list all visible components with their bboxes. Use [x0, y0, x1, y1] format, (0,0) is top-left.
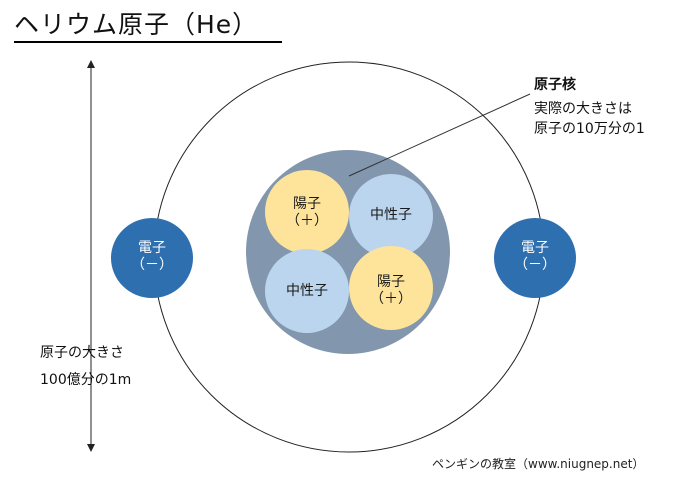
electron-left-label: 電子 （－） [112, 240, 192, 274]
neutron-top [349, 174, 433, 258]
neutron-bottom-label: 中性子 [286, 283, 328, 299]
nucleus-callout-title: 原子核 [534, 77, 576, 93]
electron-right-name: 電子 [521, 240, 549, 256]
electron-right-charge: （－） [514, 257, 556, 273]
nucleus-callout-line2: 原子の10万分の1 [534, 121, 645, 137]
proton-top-label: 陽子 （＋） [267, 196, 347, 230]
proton-bottom-label: 陽子 （＋） [351, 274, 431, 308]
electron-right [494, 218, 576, 298]
proton-top [265, 170, 349, 254]
footer-credit: ペンギンの教室（www.niugnep.net） [432, 457, 645, 471]
electron-left-name: 電子 [138, 240, 166, 256]
proton-bottom-name: 陽子 [377, 274, 405, 290]
nucleus [246, 150, 450, 354]
proton-top-name: 陽子 [293, 196, 321, 212]
title-underline [14, 41, 282, 43]
neutron-bottom [265, 249, 349, 333]
electron-left [111, 218, 193, 298]
proton-bottom-charge: （＋） [370, 291, 412, 307]
electron-right-label: 電子 （－） [495, 240, 575, 274]
electron-left-charge: （－） [131, 257, 173, 273]
nucleus-callout-line [348, 93, 531, 177]
neutron-top-label: 中性子 [370, 207, 412, 223]
atom-size-line1: 原子の大きさ [40, 345, 124, 361]
proton-bottom [349, 246, 433, 330]
proton-top-charge: （＋） [286, 213, 328, 229]
nucleus-callout-line1: 実際の大きさは [534, 101, 632, 117]
page-title: ヘリウム原子（He） [14, 10, 259, 39]
atom-size-line2: 100億分の1m [40, 372, 132, 388]
